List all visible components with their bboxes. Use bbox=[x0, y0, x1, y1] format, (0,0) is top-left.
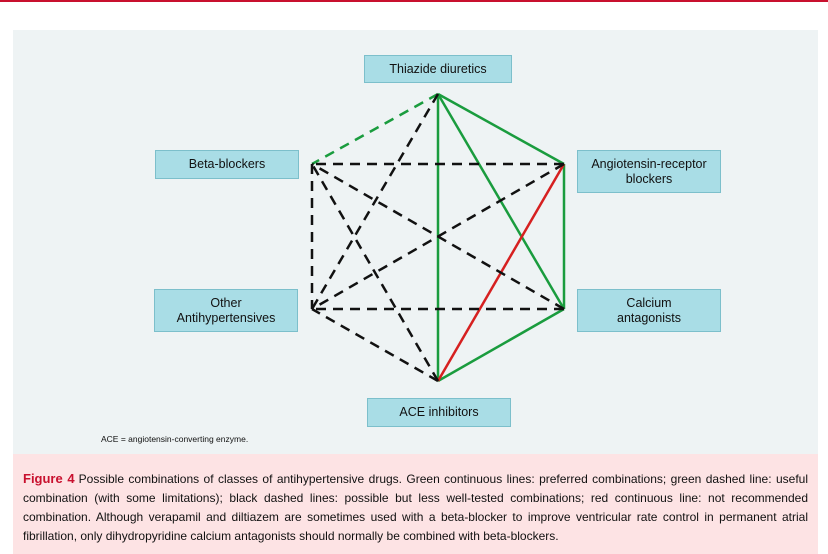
edge-thiazide-beta-useful bbox=[311, 92, 439, 166]
caption-label: Figure 4 bbox=[23, 471, 75, 486]
edge-calcium-beta-possible bbox=[311, 162, 565, 311]
edge-thiazide-other-possible bbox=[310, 93, 440, 310]
node-thiazide-diuretics: Thiazide diuretics bbox=[364, 55, 512, 83]
edge-ace-other-possible bbox=[311, 307, 439, 383]
footnote: ACE = angiotensin-converting enzyme. bbox=[101, 434, 249, 444]
node-calcium-antagonists: Calcium antagonists bbox=[577, 289, 721, 332]
figure-panel bbox=[13, 30, 818, 454]
node-ace-inhibitors: ACE inhibitors bbox=[367, 398, 511, 427]
edge-thiazide-arb-preferred bbox=[437, 92, 565, 166]
node-other-antihypertensives: Other Antihypertensives bbox=[154, 289, 298, 332]
node-beta-blockers: Beta-blockers bbox=[155, 150, 299, 179]
header-rule bbox=[0, 0, 828, 2]
edge-calcium-ace-preferred bbox=[437, 307, 565, 383]
node-angiotensin-receptor-blockers: Angiotensin-receptor blockers bbox=[577, 150, 721, 193]
caption-text: Possible combinations of classes of anti… bbox=[23, 472, 808, 543]
edge-ace-beta-possible bbox=[310, 163, 440, 382]
